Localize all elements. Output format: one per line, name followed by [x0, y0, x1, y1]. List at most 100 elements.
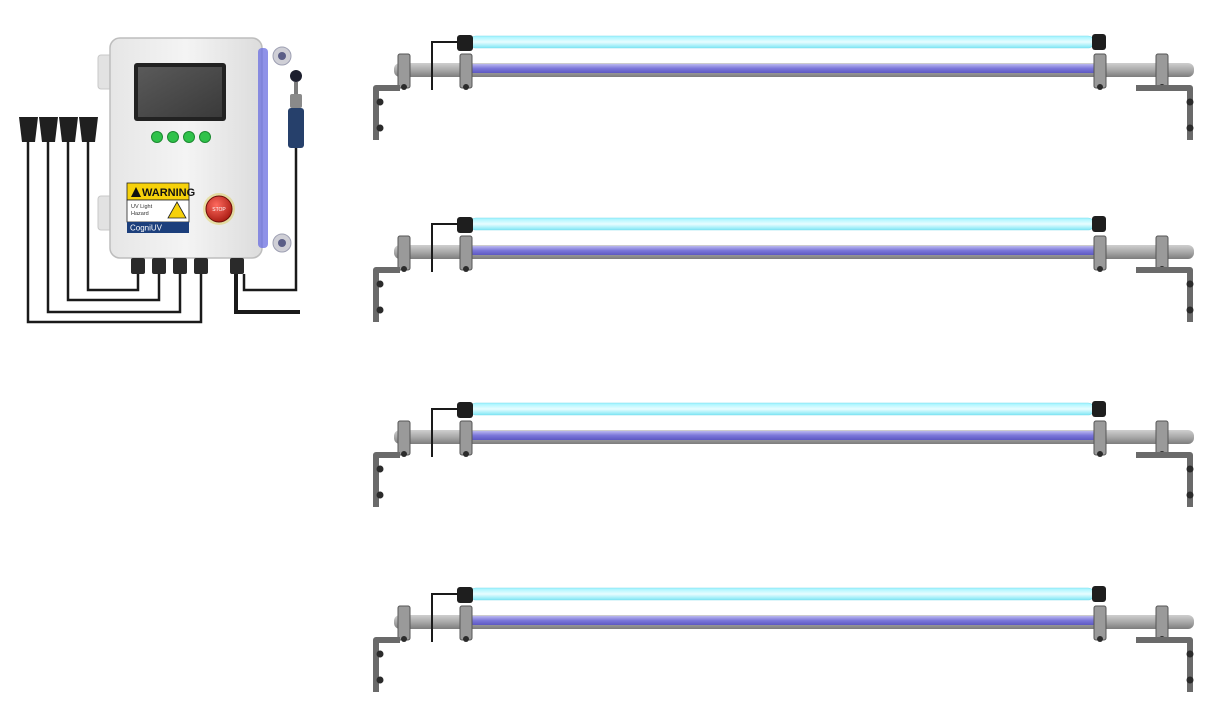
stop-button-cap	[205, 195, 233, 223]
sensor-knob	[290, 70, 302, 82]
bracket-hole	[1186, 491, 1194, 499]
bracket-hole	[1186, 650, 1194, 658]
connector-plug-icon	[19, 117, 38, 142]
pipe-clamp	[1155, 420, 1169, 456]
lamp-cable	[431, 408, 458, 457]
mount-ear-top-hole	[278, 52, 286, 60]
mounting-bracket-right	[1136, 85, 1193, 140]
bracket-hole	[1186, 465, 1194, 473]
lamp-fixtures	[373, 34, 1194, 692]
lamp-end-cap-left	[457, 35, 473, 51]
lamp-end-cap-right	[1092, 216, 1106, 232]
lamp-fixture-3	[373, 401, 1194, 507]
lamp-fixture-4	[373, 586, 1194, 692]
cable-glands	[131, 258, 244, 274]
warning-triangle-icon	[131, 187, 141, 197]
hazard-triangle-icon	[167, 201, 187, 219]
bracket-hole	[376, 491, 384, 499]
bracket-hole	[1186, 676, 1194, 684]
cable-1	[26, 140, 203, 324]
uv-lamp-tube	[469, 402, 1095, 416]
lamp-cable	[431, 223, 458, 272]
bracket-hole	[376, 465, 384, 473]
clamp-bolt	[1097, 84, 1103, 90]
status-led-2	[167, 131, 179, 143]
lamp-fixture-1	[373, 34, 1194, 140]
lit-pipe-section	[462, 431, 1102, 440]
connector-plug-icon	[79, 117, 98, 142]
mounting-bracket-left	[373, 637, 400, 692]
lamp-connectors	[26, 140, 203, 324]
pipe-clamp	[1093, 235, 1107, 271]
pipe-clamp	[397, 235, 411, 271]
cable-4	[86, 140, 140, 292]
power-cable	[234, 274, 300, 314]
lit-pipe-section	[462, 616, 1102, 625]
mount-ear-bottom-hole	[278, 239, 286, 247]
lamp-fixture-2	[373, 216, 1194, 322]
clamp-bolt	[401, 266, 407, 272]
clamp-bolt	[1097, 636, 1103, 642]
sensor-body	[288, 108, 304, 148]
clamp-bolt	[401, 636, 407, 642]
pipe-clamp	[459, 420, 473, 456]
status-led-1	[151, 131, 163, 143]
emergency-stop-button: STOP	[203, 193, 235, 225]
uv-lamp-tube	[469, 587, 1095, 601]
lamp-end-cap-right	[1092, 401, 1106, 417]
connector-plug-icon	[59, 117, 78, 142]
status-led-3	[183, 131, 195, 143]
stop-button-label: STOP	[212, 207, 226, 213]
pipe-clamp	[1155, 235, 1169, 271]
box-side-glow	[258, 48, 268, 248]
bracket-hole	[376, 306, 384, 314]
lamp-end-cap-left	[457, 217, 473, 233]
warning-title: WARNING	[142, 187, 195, 199]
connector-plug-icon	[39, 117, 58, 142]
bracket-hole	[376, 280, 384, 288]
pipe-clamp	[397, 420, 411, 456]
clamp-bolt	[401, 451, 407, 457]
clamp-bolt	[463, 636, 469, 642]
mounting-bracket-right	[1136, 637, 1193, 692]
bracket-hole	[1186, 280, 1194, 288]
mounting-bracket-left	[373, 452, 400, 507]
warning-line2: Hazard	[131, 211, 149, 217]
lamp-end-cap-right	[1092, 34, 1106, 50]
bracket-hole	[1186, 306, 1194, 314]
clamp-bolt	[1097, 451, 1103, 457]
lamp-cable	[431, 593, 458, 642]
bracket-hole	[1186, 124, 1194, 132]
mounting-bracket-left	[373, 267, 400, 322]
pipe-clamp	[459, 235, 473, 271]
pipe-clamp	[397, 53, 411, 89]
door-switch-sensor	[234, 70, 304, 314]
clamp-bolt	[463, 451, 469, 457]
cable-2	[46, 140, 182, 314]
brand-logo-text: CogniUV	[130, 224, 163, 233]
connector-plugs	[19, 117, 98, 142]
bracket-hole	[376, 650, 384, 658]
lit-pipe-section	[462, 64, 1102, 73]
warning-label: WARNING UV Light Hazard CogniUV	[126, 182, 195, 233]
pipe-clamp	[1093, 53, 1107, 89]
lamp-end-cap-right	[1092, 586, 1106, 602]
cable-3	[66, 140, 161, 302]
pipe-clamp	[397, 605, 411, 641]
lit-pipe-section	[462, 246, 1102, 255]
sensor-cable	[242, 148, 298, 292]
lamp-end-cap-left	[457, 587, 473, 603]
pipe-clamp	[1093, 605, 1107, 641]
warning-line1: UV Light	[131, 204, 153, 210]
pipe-clamp	[459, 605, 473, 641]
clamp-bolt	[463, 84, 469, 90]
lamp-cable	[431, 41, 458, 90]
lamp-end-cap-left	[457, 402, 473, 418]
mounting-bracket-left	[373, 85, 400, 140]
pipe-clamp	[1155, 605, 1169, 641]
bracket-hole	[376, 98, 384, 106]
mounting-bracket-right	[1136, 452, 1193, 507]
pipe-clamp	[1093, 420, 1107, 456]
clamp-bolt	[1097, 266, 1103, 272]
